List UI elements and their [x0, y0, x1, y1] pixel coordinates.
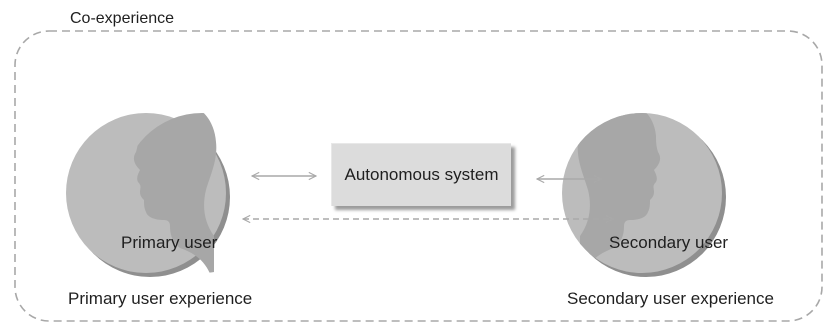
- primary-user-label: Primary user: [121, 233, 218, 252]
- secondary-user-label: Secondary user: [609, 233, 729, 252]
- secondary-user-experience-label: Secondary user experience: [567, 289, 774, 308]
- autonomous-system-box: Autonomous system: [331, 143, 511, 206]
- primary-user-node: [66, 113, 230, 277]
- co-experience-boundary: [14, 30, 823, 322]
- secondary-user-node: [562, 113, 726, 277]
- primary-user-experience-label: Primary user experience: [68, 289, 253, 308]
- co-experience-title: Co-experience: [70, 10, 175, 27]
